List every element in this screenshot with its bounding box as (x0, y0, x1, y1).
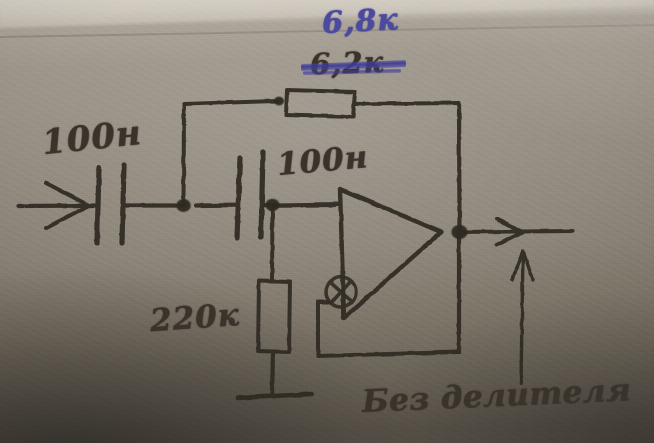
junction-dot-resistor-left (274, 96, 284, 106)
label-resistor-ground: 220к (148, 296, 241, 340)
output-arrow-icon (495, 217, 525, 247)
wire-opamp-inverting-feedback (316, 229, 462, 358)
junction-dots (176, 96, 468, 239)
junction-dot-output (451, 225, 468, 239)
capacitor-input-icon (94, 162, 127, 246)
wire-to-ground-resistor (270, 203, 275, 283)
label-corrected-value: 6,8к (321, 2, 400, 41)
junction-dot-plus-input (265, 198, 280, 212)
wire-cross-marker-icon (324, 275, 358, 309)
resistor-ground-icon (256, 279, 292, 354)
junction-dot-feedback (176, 199, 191, 212)
input-arrow-icon (44, 181, 90, 230)
capacitor-mid-icon (234, 149, 266, 241)
wire-output (457, 229, 574, 234)
ground-icon (235, 391, 315, 401)
wire-resistor-to-ground (269, 349, 276, 399)
annotation-arrow-up-icon (510, 249, 535, 385)
opamp-triangle-icon (337, 186, 444, 321)
wire-feedback-right (353, 100, 462, 235)
resistor-feedback-icon (284, 88, 357, 119)
wire-feedback-top-left (181, 99, 279, 207)
wire-opamp-noninverting-input (270, 202, 342, 207)
